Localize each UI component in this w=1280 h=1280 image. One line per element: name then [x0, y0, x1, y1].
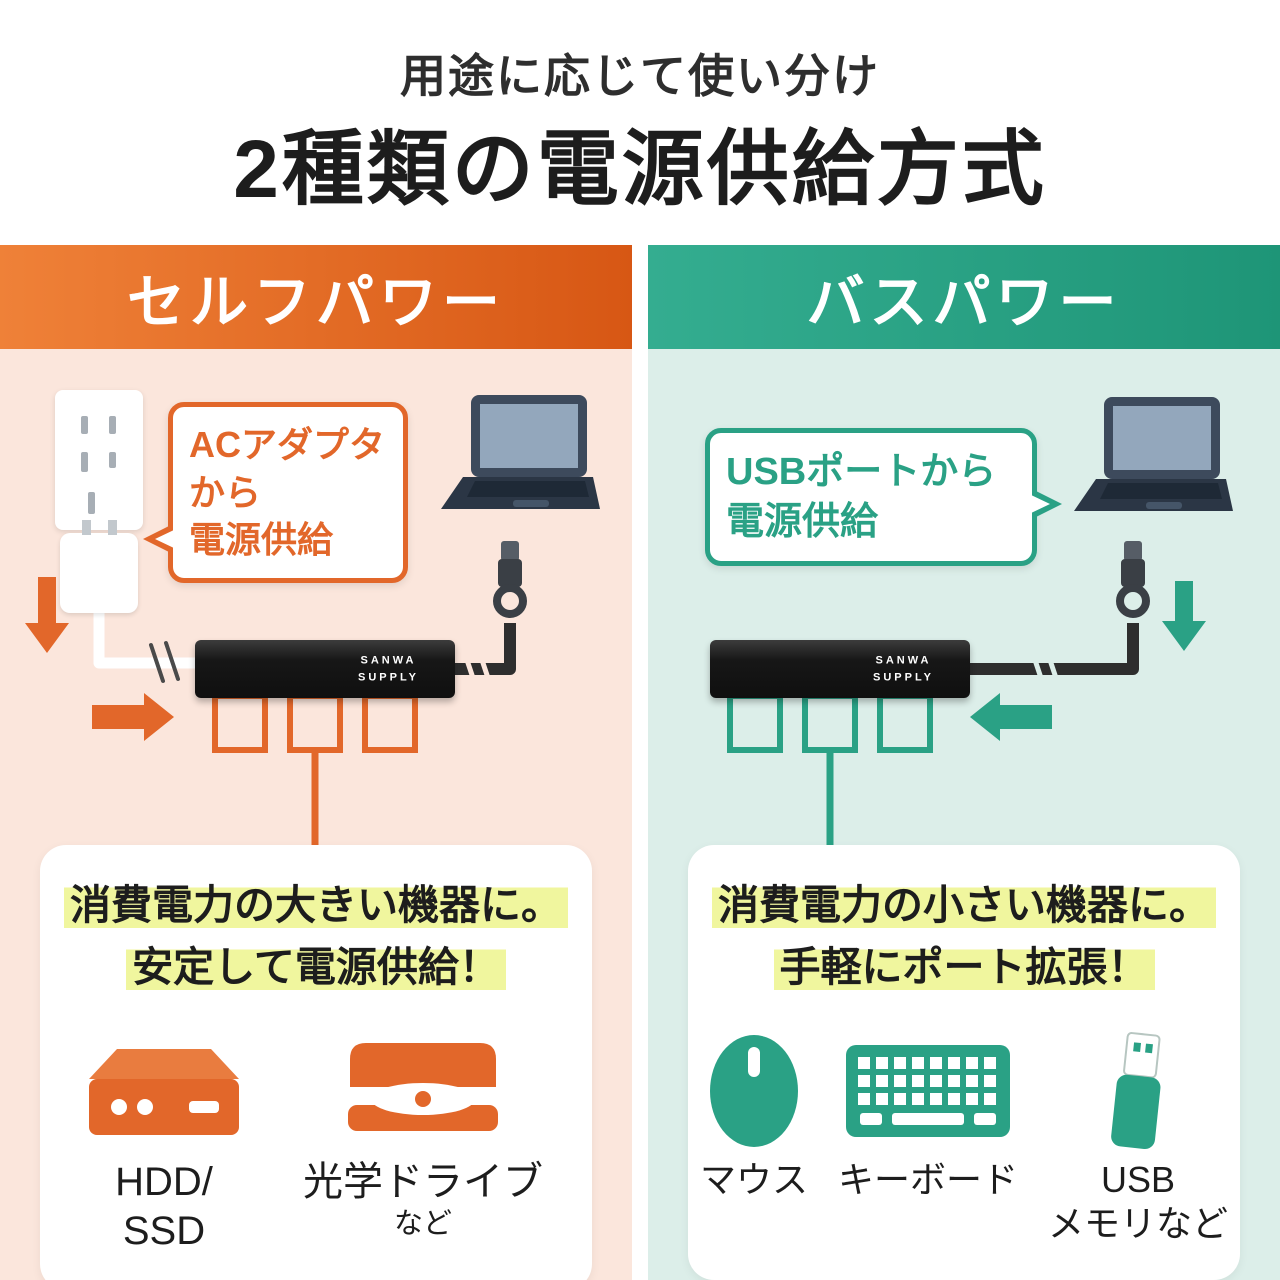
- card-text-line: 消費電力の小さい機器に。: [688, 875, 1240, 937]
- down-arrow-icon: [25, 577, 69, 653]
- bus-power-header: バスパワー: [648, 245, 1280, 349]
- bubble-tail: [1029, 494, 1050, 515]
- label-line: メモリなど: [1048, 1202, 1229, 1244]
- bus-power-bubble: USBポートから 電源供給: [705, 428, 1062, 567]
- self-power-card: 消費電力の大きい機器に。 安定して電源供給！: [40, 845, 592, 1280]
- usb-hub-icon: SANWA SUPPLY: [710, 640, 970, 698]
- bubble-text-line: ACアダプタ: [189, 424, 385, 465]
- device-label: キーボード: [838, 1158, 1018, 1202]
- device-label: マウス: [700, 1158, 808, 1202]
- device-item-keyboard: キーボード: [838, 1032, 1018, 1202]
- hub-port: [212, 693, 268, 753]
- usb-connector-icon: [493, 541, 527, 618]
- card-text-line: 消費電力の大きい機器に。: [40, 875, 592, 937]
- device-label: 光学ドライブ など: [303, 1158, 543, 1242]
- highlighted-text: 手軽にポート拡張！: [773, 943, 1155, 990]
- label-line: キーボード: [837, 1159, 1018, 1200]
- icon-box: [845, 1032, 1010, 1150]
- wall-outlet-icon: [55, 390, 143, 530]
- device-item-hdd: HDD/ SSD: [89, 1032, 239, 1256]
- bus-power-wiring: [727, 581, 1206, 845]
- card-text-line: 手軽にポート拡張！: [688, 937, 1240, 999]
- bubble-text-line: から: [189, 471, 262, 513]
- self-power-bubble: ACアダプタ から 電源供給: [143, 402, 408, 583]
- bus-power-panel: バスパワー USBポートから 電源供給 SANWA SUPPLY: [648, 245, 1280, 1280]
- device-item-usb-memory: USB メモリなど: [1048, 1032, 1228, 1246]
- label-line: HDD/: [115, 1160, 213, 1204]
- device-items: マウス: [688, 1032, 1240, 1246]
- mouse-icon: [709, 1035, 798, 1147]
- device-items: HDD/ SSD 光学ドライブ: [40, 1032, 592, 1256]
- label-line: SSD: [122, 1208, 206, 1253]
- hub-brand-label: SANWA SUPPLY: [358, 653, 419, 686]
- bubble-text-line: 電源供給: [726, 501, 879, 544]
- left-arrow-icon: [970, 693, 1052, 741]
- page-title: 2種類の電源供給方式: [233, 124, 1047, 215]
- cable-cut-marks: [149, 641, 180, 683]
- self-power-header: セルフパワー: [0, 245, 632, 349]
- icon-box: [348, 1032, 498, 1150]
- hub-port: [877, 693, 933, 753]
- highlighted-text: 消費電力の小さい機器に。: [712, 882, 1216, 928]
- label-line: 光学ドライブ: [303, 1160, 543, 1204]
- bubble-text-line: USBポートから: [726, 451, 997, 493]
- cable-cut-marks: [1029, 648, 1062, 690]
- icon-box: [1100, 1032, 1176, 1150]
- cable-cut-marks: [461, 648, 494, 690]
- bubble-text-line: 電源供給: [189, 519, 334, 561]
- page-subtitle: 用途に応じて使い分け: [400, 50, 880, 102]
- laptop-icon: [1074, 397, 1233, 511]
- hub-brand-line: SANWA: [360, 654, 417, 667]
- bubble-tail: [155, 528, 176, 549]
- power-cable: [93, 591, 211, 669]
- hub-brand-line: SANWA: [875, 654, 932, 667]
- self-power-wiring: [25, 577, 516, 845]
- usb-connector-icon: [1116, 541, 1150, 618]
- hub-brand-label: SANWA SUPPLY: [873, 653, 934, 686]
- laptop-icon: [441, 395, 600, 509]
- hub-port: [362, 693, 418, 753]
- right-arrow-icon: [92, 693, 174, 741]
- usb-memory-icon: [1111, 1032, 1161, 1149]
- label-line: マウス: [699, 1159, 808, 1200]
- usb-hub-icon: SANWA SUPPLY: [195, 640, 455, 698]
- label-line: USB: [1100, 1159, 1176, 1200]
- highlighted-text: 安定して電源供給！: [126, 943, 506, 990]
- hub-port: [727, 693, 783, 753]
- highlighted-text: 消費電力の大きい機器に。: [64, 882, 568, 928]
- bus-power-card: 消費電力の小さい機器に。 手軽にポート拡張！ マウス: [688, 845, 1240, 1280]
- ac-adapter-icon: [60, 520, 138, 613]
- self-power-panel: セルフパワー ACアダプタ から 電源供給: [0, 245, 632, 1280]
- icon-box: [708, 1032, 800, 1150]
- device-label: HDD/ SSD: [115, 1158, 213, 1256]
- label-line: など: [393, 1207, 452, 1240]
- keyboard-icon: [845, 1045, 1010, 1137]
- down-arrow-icon: [1162, 581, 1206, 651]
- device-item-optical-drive: 光学ドライブ など: [303, 1032, 543, 1242]
- device-item-mouse: マウス: [700, 1032, 808, 1202]
- hub-port: [802, 693, 858, 753]
- data-cable: [970, 623, 1139, 675]
- hdd-icon: [89, 1049, 239, 1135]
- hub-port: [287, 693, 343, 753]
- device-label: USB メモリなど: [1048, 1158, 1228, 1246]
- optical-drive-icon: [348, 1043, 498, 1131]
- card-text-line: 安定して電源供給！: [40, 937, 592, 999]
- icon-box: [89, 1032, 239, 1150]
- hub-brand-line: SUPPLY: [872, 671, 934, 683]
- hub-brand-line: SUPPLY: [357, 671, 419, 683]
